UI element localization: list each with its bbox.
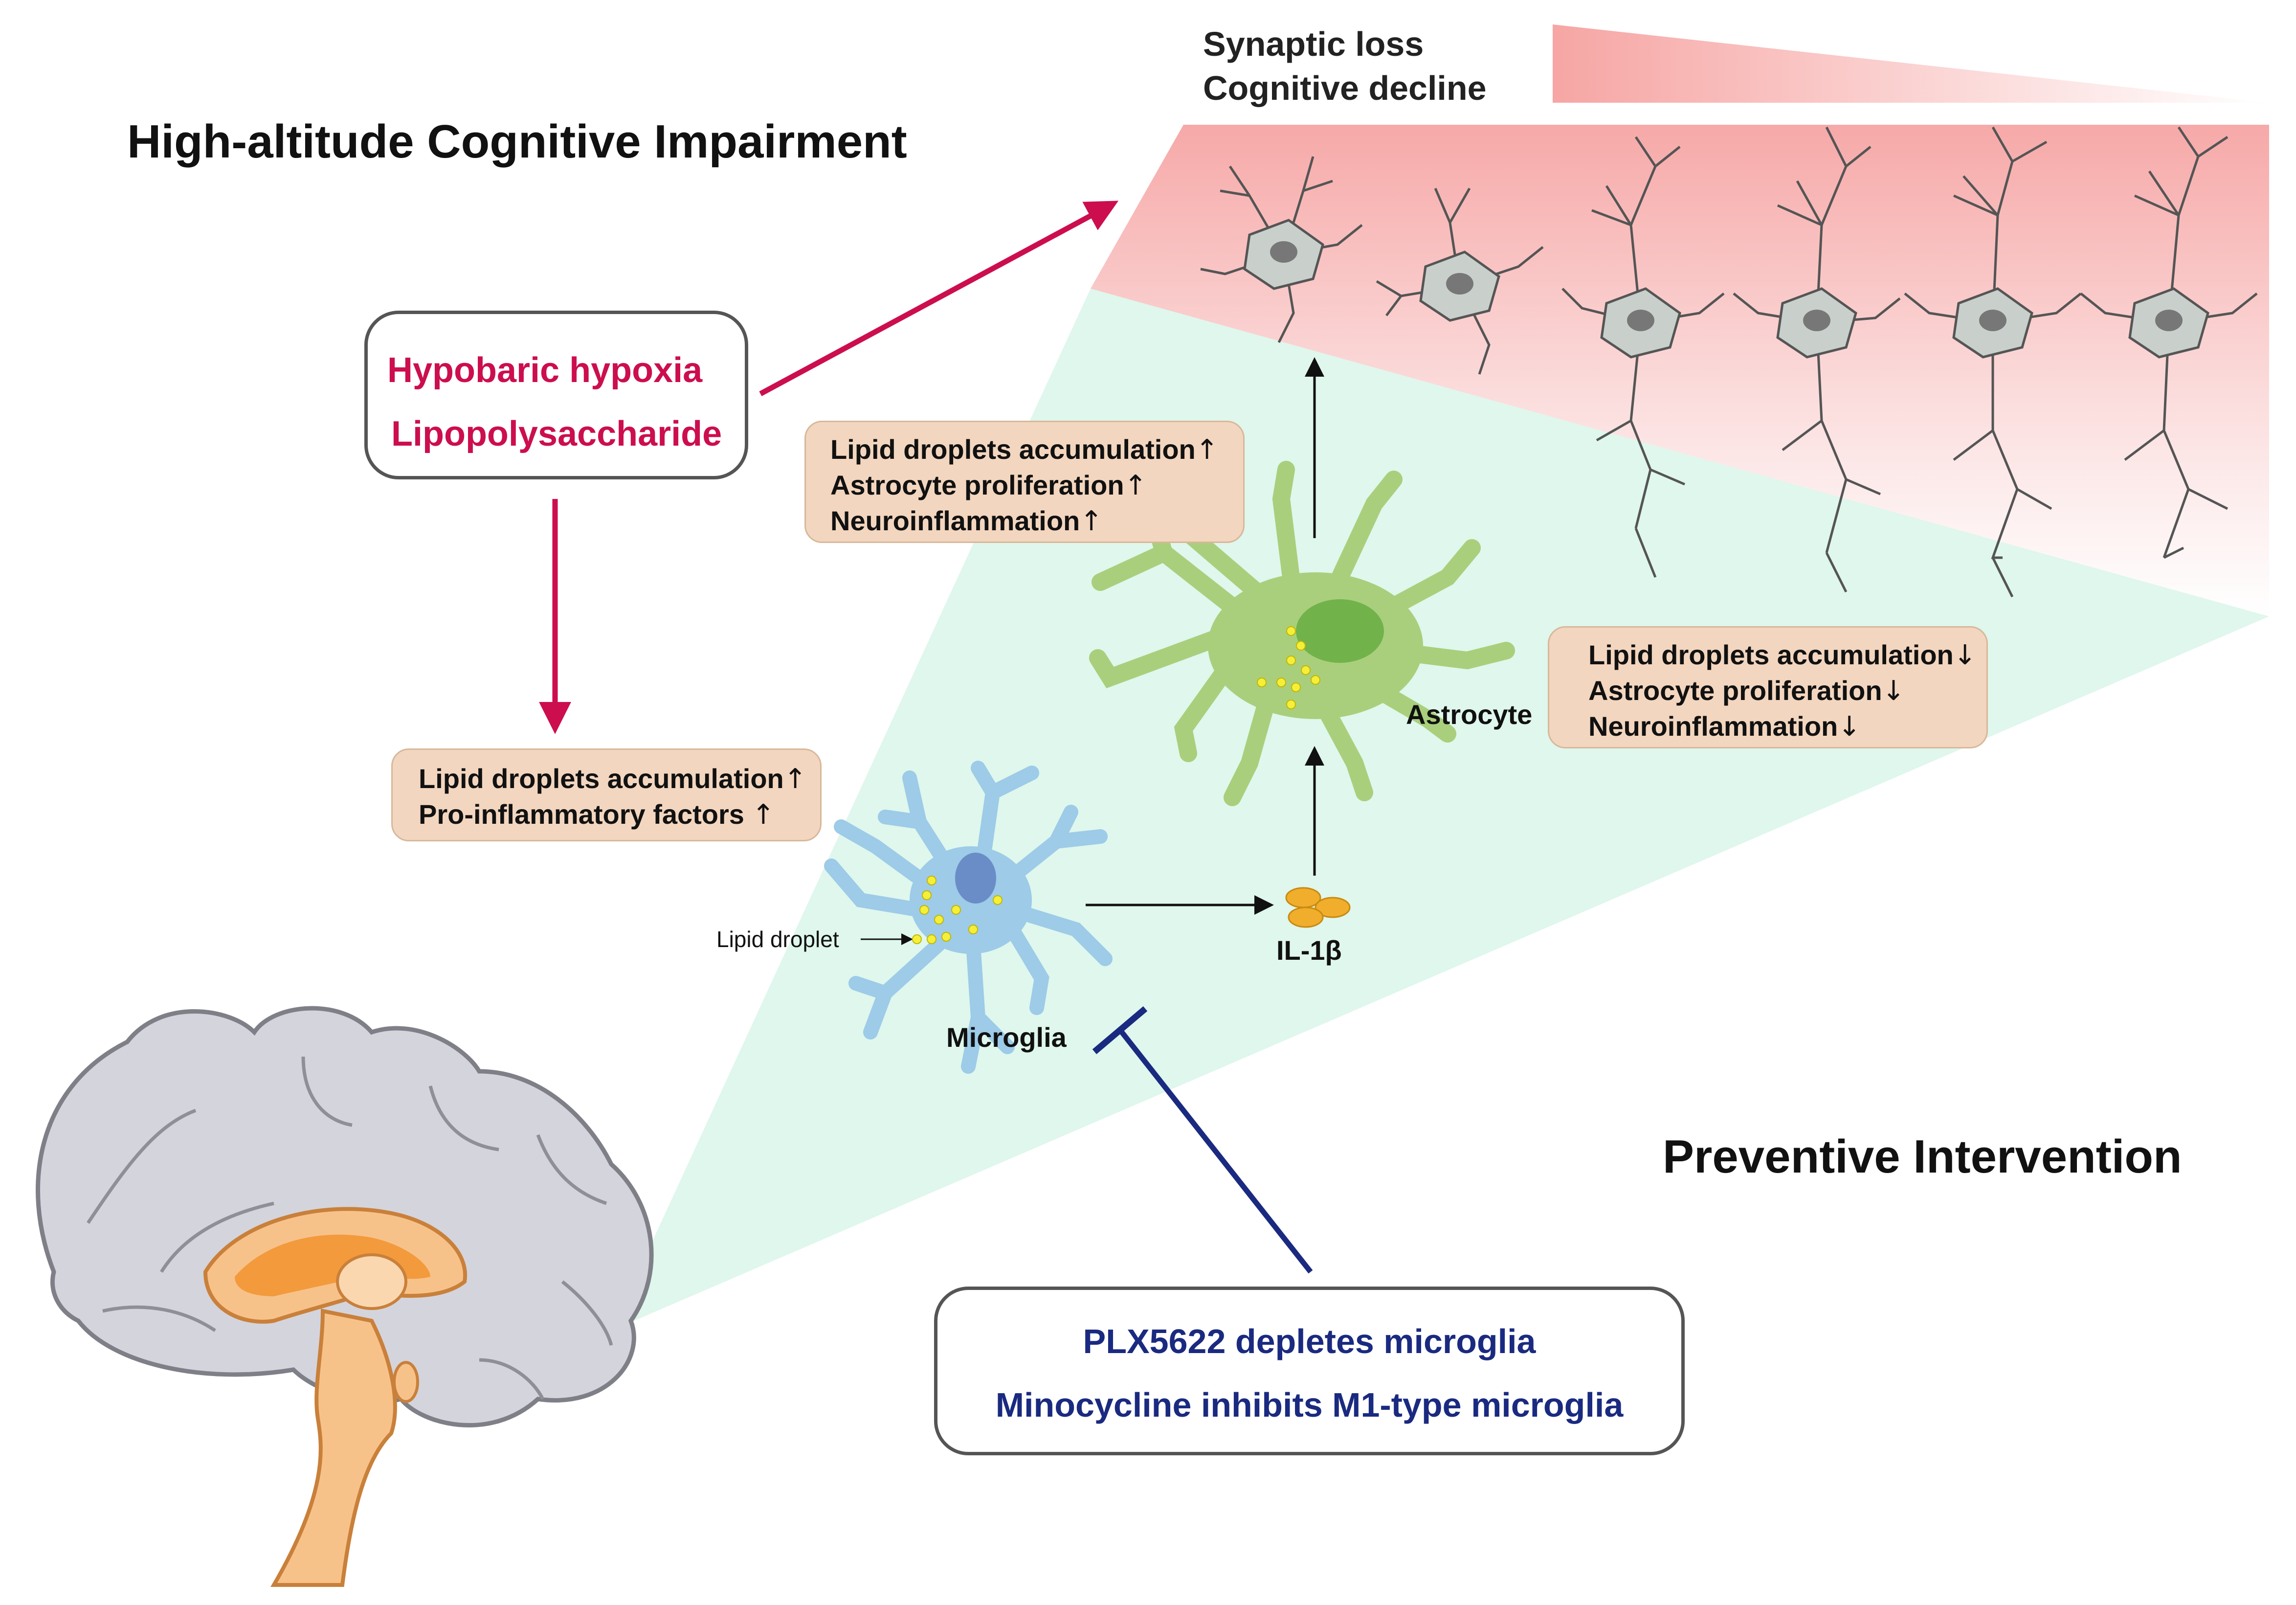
microglia-icon: [824, 761, 1113, 1074]
astrocyte-icon: [1089, 461, 1515, 806]
up-effect-lipid: Lipid droplets accumulation: [830, 434, 1196, 465]
microglia-effects-box: Lipid droplets accumulation↑ Pro-inflamm…: [391, 748, 822, 841]
cause-to-outcome-arrow: [759, 201, 1119, 396]
astrocyte-label: Astrocyte: [1406, 699, 1533, 730]
outcome-line-2: Cognitive decline: [1203, 69, 1487, 107]
down-effect-lipid: Lipid droplets accumulation: [1588, 639, 1954, 670]
down-effect-neuroinflammation: Neuroinflammation: [1588, 711, 1838, 742]
cause-hypobaric-hypoxia: Hypobaric hypoxia: [387, 351, 703, 390]
astrocyte-up-effects-box: Lipid droplets accumulation↑ Astrocyte p…: [804, 421, 1245, 543]
il1b-label: IL-1β: [1276, 935, 1342, 966]
neuron-icon-4: [1733, 126, 1901, 593]
zoom-region: [611, 289, 2269, 1331]
neuron-icon-2: [1376, 187, 1544, 375]
arrow-up-icon: ↑: [1080, 505, 1103, 537]
intervention-minocycline: Minocycline inhibits M1-type microglia: [995, 1386, 1624, 1424]
microglia-effect-lipid: Lipid droplets accumulation: [419, 763, 784, 794]
microglia-effect-inflammatory: Pro-inflammatory factors: [419, 799, 744, 830]
neuron-icon-3: [1561, 136, 1725, 578]
up-effect-neuroinflammation: Neuroinflammation: [830, 505, 1080, 536]
il1b-molecule-icon: [1285, 887, 1351, 928]
arrow-down-icon: ↓: [1838, 711, 1861, 743]
microglia-label: Microglia: [946, 1022, 1067, 1053]
arrow-up-icon: ↑: [783, 763, 807, 795]
cause-lipopolysaccharide: Lipopolysaccharide: [391, 414, 722, 453]
severity-wedge: [1553, 24, 2269, 103]
neuron-icon-6: [2080, 126, 2258, 559]
lipid-droplet-label: Lipid droplet: [716, 927, 839, 952]
arrow-down-icon: ↓: [1882, 675, 1905, 707]
synaptic-loss-region: [1091, 125, 2269, 616]
astrocyte-down-effects-box: Lipid droplets accumulation↓ Astrocyte p…: [1548, 626, 1988, 748]
down-effect-proliferation: Astrocyte proliferation: [1588, 675, 1882, 706]
arrow-up-icon: ↑: [752, 799, 775, 831]
arrow-up-icon: ↑: [1195, 434, 1219, 466]
up-effect-proliferation: Astrocyte proliferation: [830, 470, 1124, 500]
intervention-plx5622: PLX5622 depletes microglia: [1083, 1322, 1536, 1360]
page-title: High-altitude Cognitive Impairment: [127, 115, 907, 168]
arrow-down-icon: ↓: [1953, 639, 1977, 671]
outcome-line-1: Synaptic loss: [1203, 25, 1424, 63]
causes-box: Hypobaric hypoxia Lipopolysaccharide: [364, 311, 748, 479]
neuron-icon-1: [1200, 156, 1363, 343]
inhibition-line: [1092, 1006, 1313, 1274]
brain-sagittal-icon: [36, 1006, 654, 1587]
intervention-title: Preventive Intervention: [1663, 1130, 2182, 1183]
arrow-up-icon: ↑: [1124, 470, 1147, 501]
intervention-box: PLX5622 depletes microglia Minocycline i…: [934, 1287, 1685, 1455]
neuron-icon-5: [1904, 126, 2082, 598]
